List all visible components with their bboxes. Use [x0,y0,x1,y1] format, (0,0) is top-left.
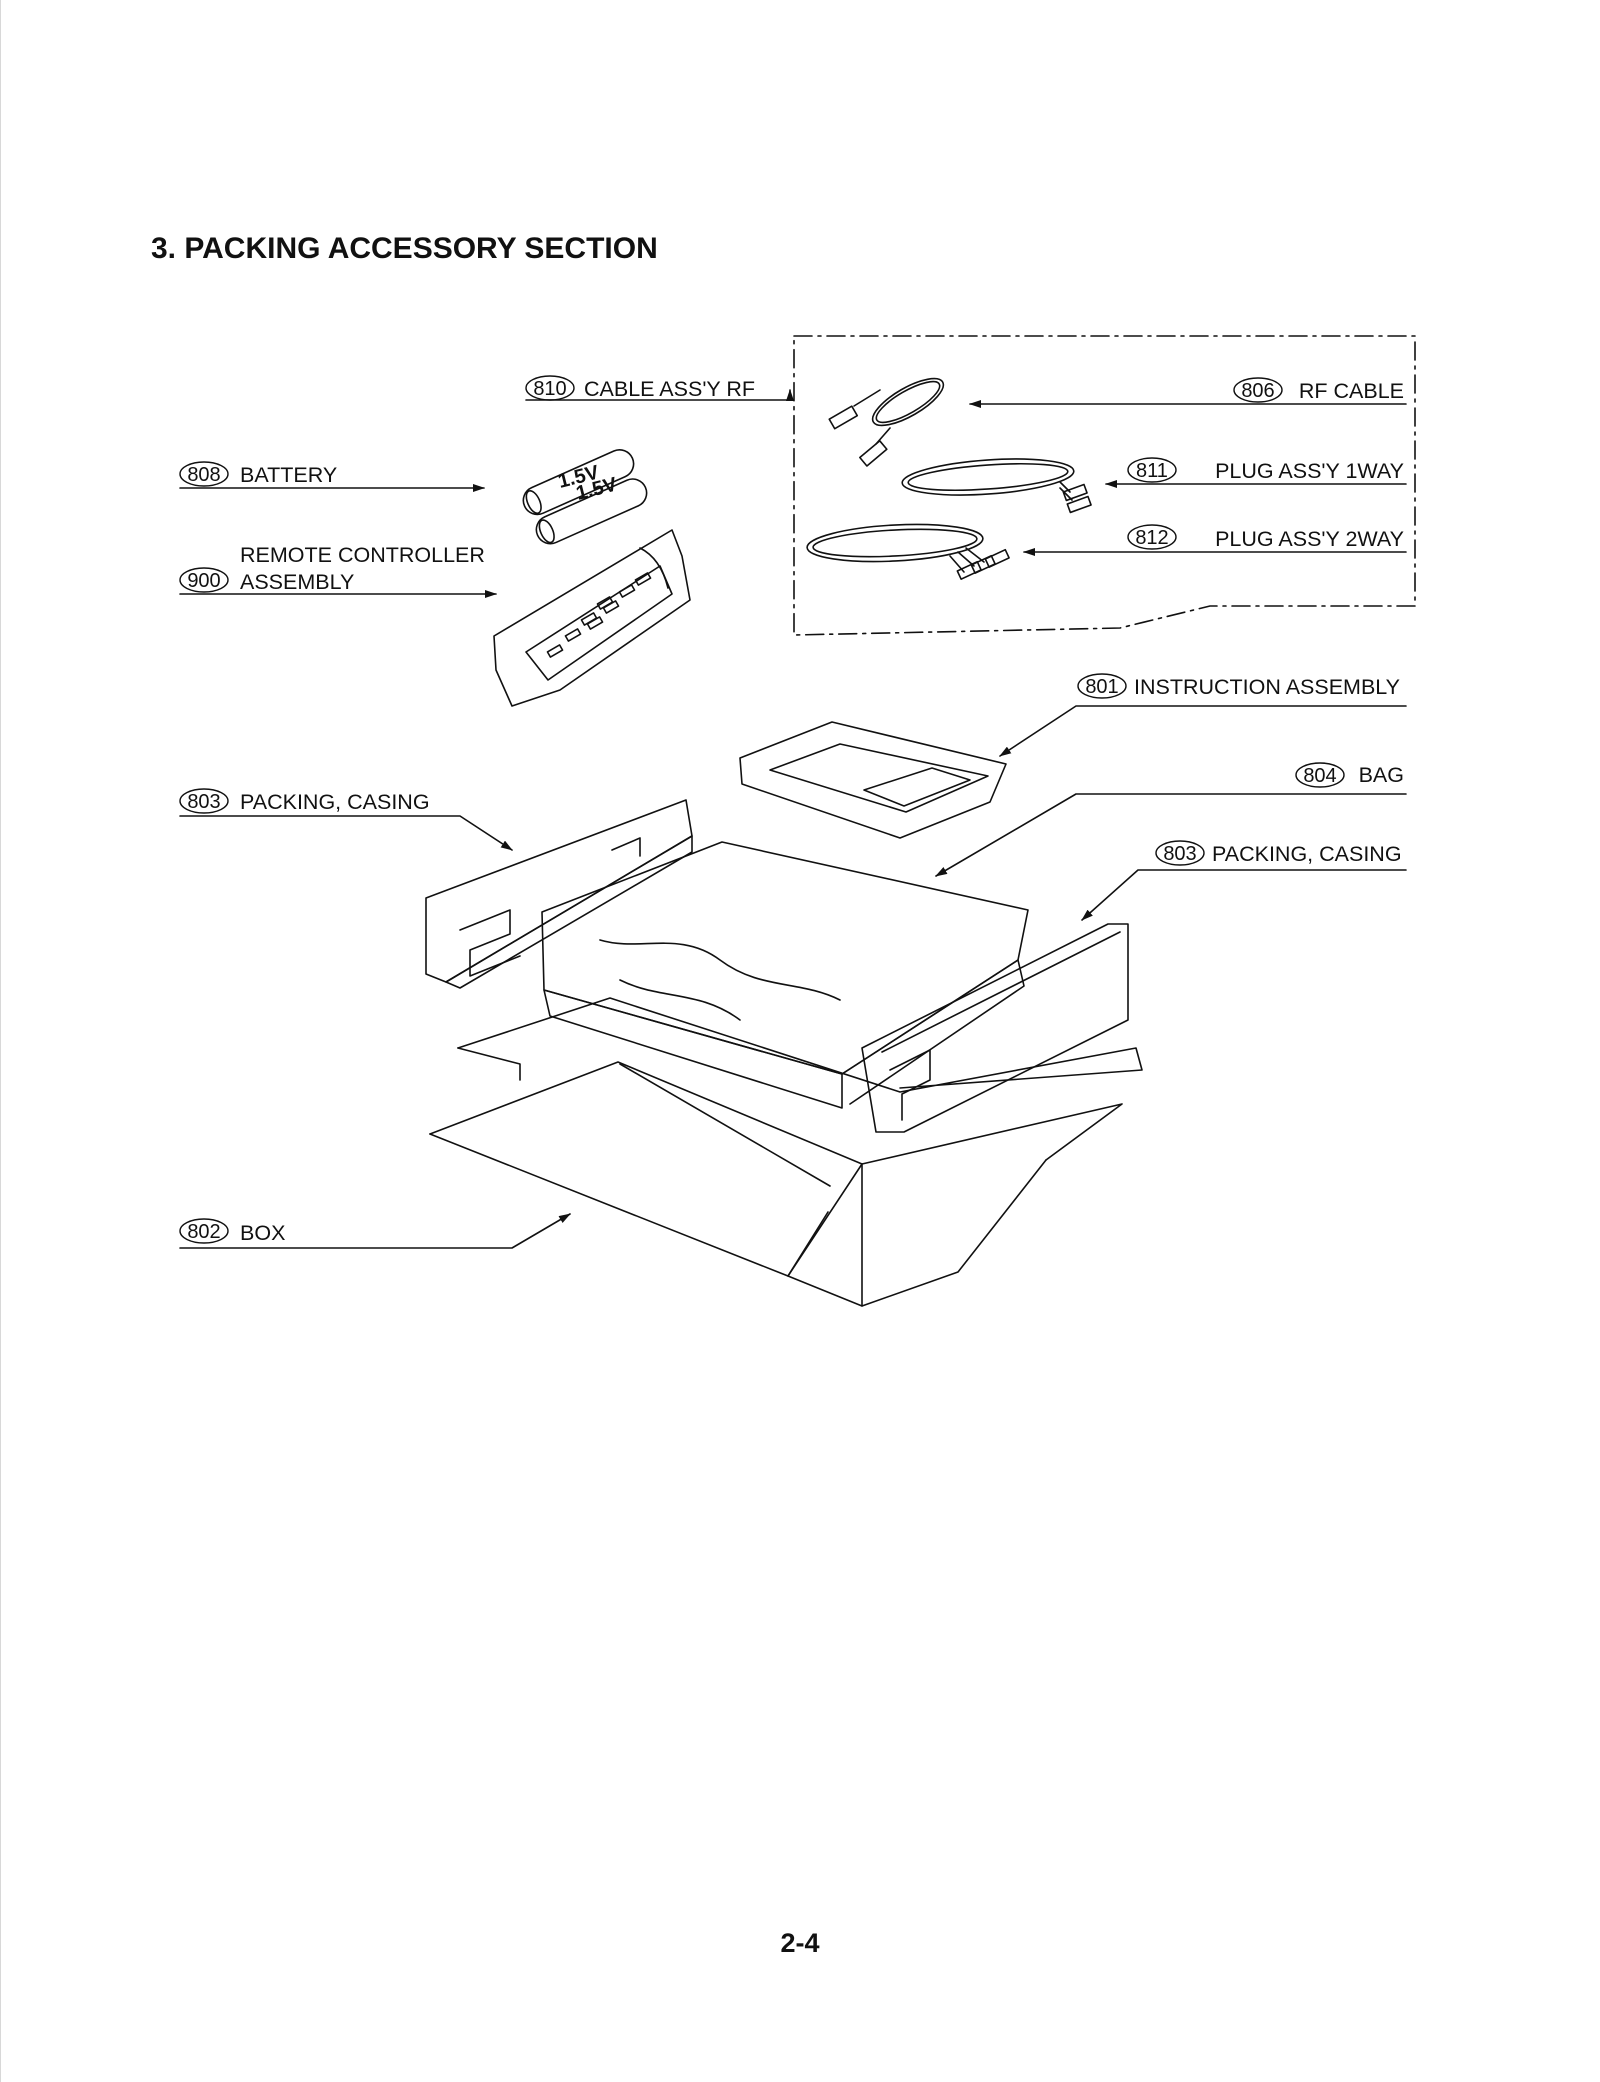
bagged-unit-drawing [541,841,1029,1109]
callout-811-label: PLUG ASS'Y 1WAY [1215,459,1404,483]
callout-801-label: INSTRUCTION ASSEMBLY [1134,675,1400,699]
callout-801: 801 INSTRUCTION ASSEMBLY [1077,673,1400,699]
box-drawing [429,997,1143,1307]
leader-804 [935,793,1407,877]
callout-802: 802 BOX [179,1218,285,1245]
callout-802-label: BOX [240,1221,285,1245]
callout-810-number: 810 [533,378,566,400]
page-edge [0,0,1,2082]
callout-810: 810 CABLE ASS'Y RF [525,375,755,401]
left-packing-casing-drawing [425,799,693,989]
callout-803-left-label: PACKING, CASING [240,790,430,814]
leader-810 [525,389,794,401]
plug-2way-drawing [806,523,1010,580]
callout-808: 808 BATTERY [179,461,337,487]
callout-804-number: 804 [1303,765,1336,787]
callout-810-label: CABLE ASS'Y RF [584,377,755,401]
section-title: 3. PACKING ACCESSORY SECTION [151,232,658,265]
callout-812-number: 812 [1135,527,1168,549]
callout-803-right-label: PACKING, CASING [1212,842,1402,866]
callout-806-label: RF CABLE [1299,379,1404,403]
callout-806: 806 RF CABLE [1233,377,1404,403]
callout-900-label-line1: REMOTE CONTROLLER [240,543,485,567]
callout-803-right: 803 PACKING, CASING [1155,840,1402,866]
leader-803-left [179,815,513,851]
leader-803-right [1081,869,1407,921]
callout-806-number: 806 [1241,380,1274,402]
callout-803-right-number: 803 [1163,843,1196,865]
cable-group-outline [793,335,1416,636]
callout-808-label: BATTERY [240,463,337,487]
battery-drawing [522,449,648,545]
leader-802 [179,1213,571,1249]
instruction-assembly-drawing [739,721,1007,839]
plug-1way-drawing [901,458,1092,514]
callout-811: 811 PLUG ASS'Y 1WAY [1127,457,1404,483]
callout-804-label: BAG [1359,763,1404,787]
callout-811-number: 811 [1136,460,1168,482]
callout-803-left: 803 PACKING, CASING [179,788,430,814]
callout-900-label-line2: ASSEMBLY [240,570,354,594]
callout-900-number: 900 [187,570,220,592]
callout-812-label: PLUG ASS'Y 2WAY [1215,527,1404,551]
callout-801-number: 801 [1085,676,1118,698]
callout-812: 812 PLUG ASS'Y 2WAY [1127,524,1404,551]
callout-802-number: 802 [187,1221,220,1243]
callout-803-left-number: 803 [187,791,220,813]
page-number: 2-4 [780,1928,820,1958]
rf-cable-drawing [828,377,945,467]
leader-801 [999,705,1407,757]
callout-808-number: 808 [187,464,220,486]
callout-900: 900 REMOTE CONTROLLER ASSEMBLY [179,543,485,594]
right-packing-casing-drawing [861,923,1129,1133]
callout-804: 804 BAG [1295,762,1404,788]
remote-controller-drawing [493,529,691,707]
